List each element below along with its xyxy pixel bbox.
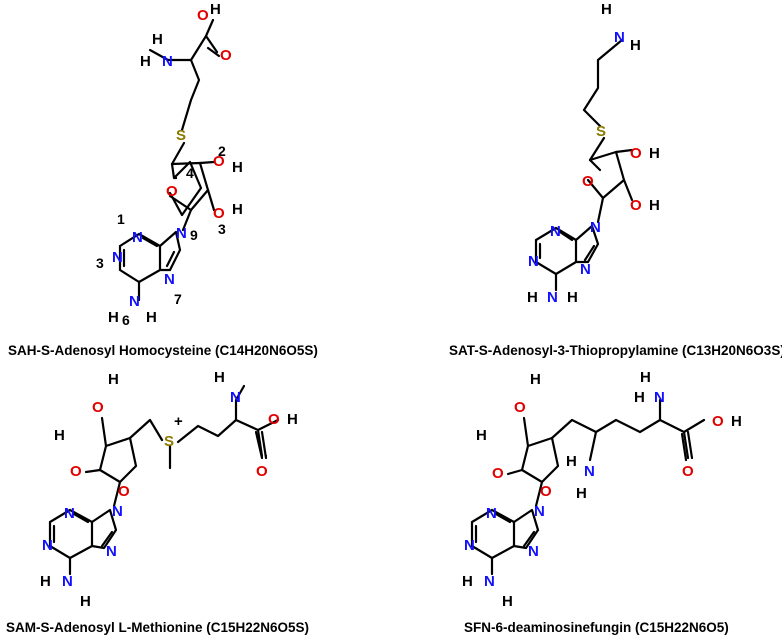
atom-label-n: N xyxy=(584,463,595,480)
atom-number-2: 2 xyxy=(218,143,226,159)
atom-label-h: H xyxy=(462,573,473,590)
atom-label-h: H xyxy=(640,369,651,386)
atom-label-o: O xyxy=(70,463,82,480)
atom-label-h: H xyxy=(630,37,641,54)
atom-label-s: S xyxy=(164,433,174,450)
caption-sam: SAM-S-Adenosyl L-Methionine (C15H22N6O5S… xyxy=(6,620,309,635)
atom-label-n: N xyxy=(230,389,241,406)
atom-label-h: H xyxy=(566,453,577,470)
atom-label-n: N xyxy=(106,543,117,560)
atom-number-4: 4 xyxy=(186,165,194,181)
atom-label-n: N xyxy=(547,289,558,306)
caption-sat: SAT-S-Adenosyl-3-Thiopropylamine (C13H20… xyxy=(449,343,782,358)
atom-label-h: H xyxy=(649,145,660,162)
atom-label-h: H xyxy=(567,289,578,306)
atom-number-6: 6 xyxy=(122,312,130,328)
atom-label-o: O xyxy=(682,463,694,480)
atom-label-o: O xyxy=(213,153,225,170)
atom-number-3a: 3 xyxy=(96,255,104,271)
atom-label-s: S xyxy=(596,123,606,140)
atom-label-o: O xyxy=(92,399,104,416)
atom-label-n: N xyxy=(464,537,475,554)
atom-label-h: H xyxy=(476,427,487,444)
atom-label-h: H xyxy=(601,1,612,18)
atom-label-h: H xyxy=(287,411,298,428)
molecule-sam: H O H O O S + H N O H O N N N N N H H SA… xyxy=(6,369,309,635)
atom-label-h: H xyxy=(649,197,660,214)
atom-label-o: O xyxy=(492,465,504,482)
atom-label-h: H xyxy=(731,413,742,430)
atom-label-o: O xyxy=(220,47,232,64)
atom-label-h: H xyxy=(146,309,157,326)
atom-label-n: N xyxy=(132,229,143,246)
atom-label-h: H xyxy=(54,427,65,444)
atom-label-n: N xyxy=(62,573,73,590)
atom-label-n: N xyxy=(176,225,187,242)
atom-label-o: O xyxy=(514,399,526,416)
atom-label-n: N xyxy=(162,53,173,70)
atom-label-n: N xyxy=(590,219,601,236)
charge-plus: + xyxy=(174,413,183,430)
atom-label-n: N xyxy=(112,503,123,520)
caption-sah: SAH-S-Adenosyl Homocysteine (C14H20N6O5S… xyxy=(8,343,318,358)
atom-label-s: S xyxy=(176,127,186,144)
atom-label-h: H xyxy=(527,289,538,306)
atom-label-o: O xyxy=(213,205,225,222)
atom-label-o: O xyxy=(118,483,130,500)
atom-label-h: H xyxy=(108,371,119,388)
atom-label-h: H xyxy=(232,159,243,176)
atom-label-h: H xyxy=(108,309,119,326)
atom-label-n: N xyxy=(486,505,497,522)
atom-label-n: N xyxy=(534,503,545,520)
atom-label-n: N xyxy=(164,271,175,288)
atom-label-o: O xyxy=(166,183,178,200)
atom-label-n: N xyxy=(528,543,539,560)
atom-label-n: N xyxy=(484,573,495,590)
atom-label-h: H xyxy=(40,573,51,590)
atom-number-7: 7 xyxy=(174,291,182,307)
caption-sfn: SFN-6-deaminosinefungin (C15H22N6O5) xyxy=(464,620,729,635)
atom-label-o: O xyxy=(630,145,642,162)
atom-label-o: O xyxy=(630,197,642,214)
atom-label-o: O xyxy=(712,413,724,430)
atom-label-h: H xyxy=(214,369,225,386)
atom-label-n: N xyxy=(112,249,123,266)
atom-number-3b: 3 xyxy=(218,221,226,237)
atom-label-n: N xyxy=(580,261,591,278)
atom-label-n: N xyxy=(129,293,140,310)
atom-label-n: N xyxy=(614,29,625,46)
molecule-sfn: H O H O O H N H O H O N H H N N N N N H … xyxy=(462,369,742,635)
atom-label-h: H xyxy=(502,593,513,610)
atom-label-h: H xyxy=(80,593,91,610)
atom-label-o: O xyxy=(197,7,209,24)
atom-number-1: 1 xyxy=(117,211,125,227)
atom-label-o: O xyxy=(582,173,594,190)
atom-label-n: N xyxy=(64,505,75,522)
atom-label-o: O xyxy=(256,463,268,480)
atom-label-n: N xyxy=(528,253,539,270)
atom-label-n: N xyxy=(42,537,53,554)
molecule-sat: H N H S O O H O H N N N N N H H SAT-S-Ad… xyxy=(449,1,782,358)
atom-label-h: H xyxy=(140,53,151,70)
atom-number-9: 9 xyxy=(190,227,198,243)
atom-label-n: N xyxy=(654,389,665,406)
atom-label-o: O xyxy=(540,483,552,500)
atom-label-h: H xyxy=(152,31,163,48)
atom-label-n: N xyxy=(550,223,561,240)
atom-label-o: O xyxy=(268,411,280,428)
atom-label-h: H xyxy=(530,371,541,388)
molecule-sah: O H O H N H S O O H O H N N N N N H H 1 … xyxy=(8,1,318,358)
atom-label-h: H xyxy=(576,485,587,502)
atom-label-h: H xyxy=(634,389,645,406)
atom-label-h: H xyxy=(210,1,221,18)
atom-label-h: H xyxy=(232,201,243,218)
